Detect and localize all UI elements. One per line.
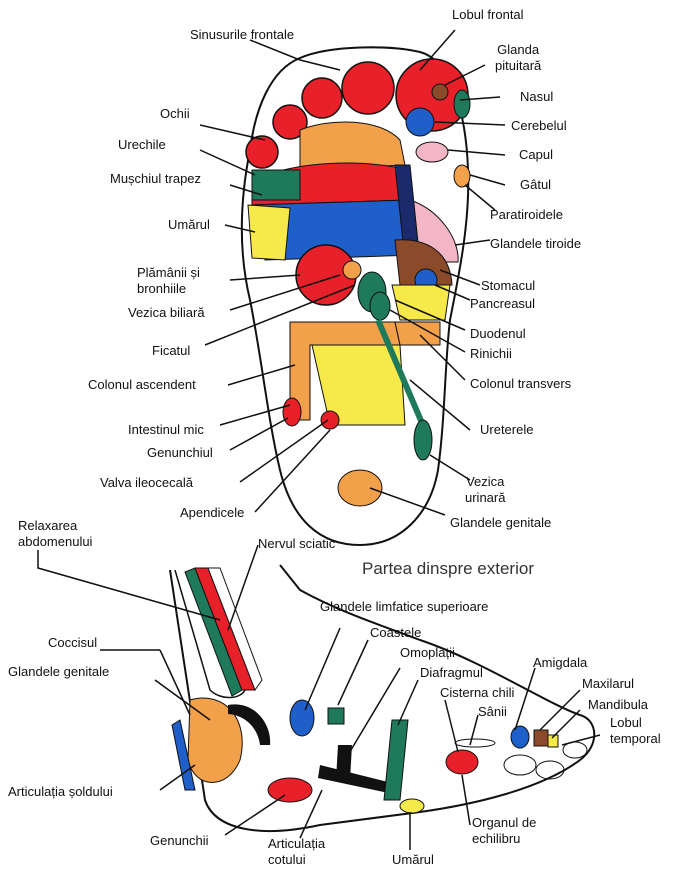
label-genunchiul: Genunchiul [147,445,213,461]
bladder-spot [414,420,432,460]
knee-spot [283,398,301,426]
label-plamanii: Plămânii și bronhiile [137,265,200,297]
label-vezica-urinara: Vezica urinară [465,474,505,506]
valve-spot [321,411,339,429]
breast-spot [446,750,478,774]
label-glanda-pituitara: Glanda pituitară [495,42,541,74]
ribs-spot [328,708,344,724]
label-coastele: Coastele [370,625,421,641]
label-sinusurile-frontale: Sinusurile frontale [190,27,294,43]
label-coccisul: Coccisul [48,635,97,651]
label-muschiul-trapez: Mușchiul trapez [110,171,201,187]
label-vezica-biliara: Vezica biliară [128,305,205,321]
label-colonul-transvers: Colonul transvers [470,376,571,392]
label-lobul-temporal: Lobul temporal [610,715,661,747]
toe-3 [302,78,342,118]
label-omoplatii: Omoplații [400,645,455,661]
label-articulatia-soldului: Articulația șoldului [8,784,113,800]
label-umarul-sole: Umărul [168,217,210,233]
kidney-spot-2 [370,292,390,320]
breast-bar [455,739,495,747]
toe-small-1 [504,755,536,775]
label-umarul-side: Umărul [392,852,434,868]
label-colonul-ascendent: Colonul ascendent [88,377,196,393]
label-stomacul: Stomacul [481,278,535,294]
toe-2 [342,62,394,114]
label-glandele-tiroide: Glandele tiroide [490,236,581,252]
label-paratiroidele: Paratiroidele [490,207,563,223]
label-urechile: Urechile [118,137,166,153]
neck-spot [454,165,470,187]
label-ficatul: Ficatul [152,343,190,359]
label-diafragmul: Diafragmul [420,665,483,681]
label-nervul-sciatic: Nervul sciatic [258,536,335,552]
label-rinichii: Rinichii [470,346,512,362]
label-ochii: Ochii [160,106,190,122]
label-apendicele: Apendicele [180,505,244,521]
label-organul-echilibru: Organul de echilibru [472,815,536,847]
band-green [252,170,300,200]
shoulder-spot [400,799,424,813]
jaw-spot [534,730,548,746]
label-glandele-genitale-side: Glandele genitale [8,664,109,680]
label-ureterele: Ureterele [480,422,533,438]
pituitary-spot [432,84,448,100]
label-valva-ileocecala: Valva ileocecală [100,475,193,491]
label-gatul: Gâtul [520,177,551,193]
label-maxilarul: Maxilarul [582,676,634,692]
label-cisterna-chili: Cisterna chili [440,685,514,701]
label-cerebelul: Cerebelul [511,118,567,134]
label-pancreasul: Pancreasul [470,296,535,312]
section-title-exterior: Partea dinspre exterior [362,559,534,579]
label-genunchii: Genunchii [150,833,209,849]
label-lobul-frontal: Lobul frontal [452,7,524,23]
cerebellum-spot [406,108,434,136]
label-articulatia-cotului: Articulația cotului [268,836,325,868]
label-intestinul-mic: Intestinul mic [128,422,204,438]
toe-5 [246,136,278,168]
label-capul: Capul [519,147,553,163]
lymph-spot [290,700,314,736]
genital-spot [338,470,382,506]
label-duodenul: Duodenul [470,326,526,342]
toe-small-2 [536,761,564,779]
head-spot [416,142,448,162]
scapula-black-2 [336,745,352,780]
nose-spot [454,90,470,118]
diaphragm-green [384,720,408,800]
label-glandele-genitale-sole: Glandele genitale [450,515,551,531]
knee-red [268,778,312,802]
tonsil-spot [511,726,529,748]
label-relaxarea: Relaxarea abdomenului [18,518,92,550]
label-sanii: Sânii [478,704,507,720]
label-nasul: Nasul [520,89,553,105]
label-amigdala: Amigdala [533,655,587,671]
label-mandibula: Mandibula [588,697,648,713]
gallbladder-spot [343,261,361,279]
label-glandele-limfatice: Glandele limfatice superioare [320,599,488,615]
